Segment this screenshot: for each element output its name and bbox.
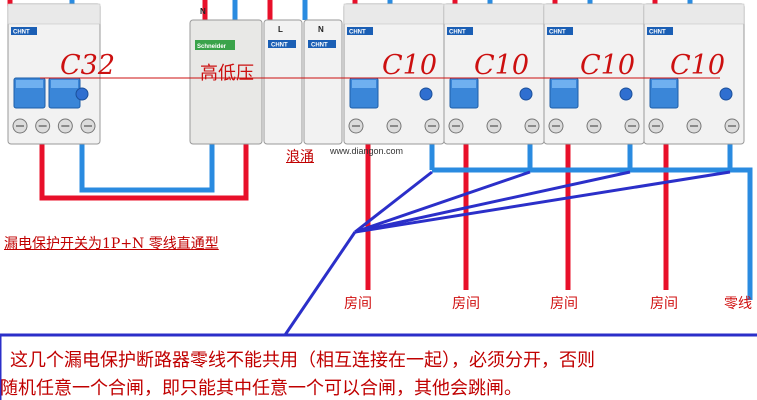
surge-brand-badge — [308, 40, 336, 48]
note-pointer-branch-4 — [354, 170, 731, 234]
note-pointer-stem — [283, 231, 357, 336]
room-label-2: 房间 — [452, 296, 480, 312]
main-breaker-top-terminals — [7, 3, 101, 25]
main-breaker-rating: C32 — [60, 50, 116, 81]
branch-breaker-4: CHNT — [643, 3, 745, 145]
note-pointer-branch-2 — [354, 170, 531, 234]
branch-breaker-4-brand-badge — [647, 27, 673, 35]
schneider-text: Schneider — [197, 44, 227, 50]
branch-breaker-3: CHNT — [543, 3, 645, 145]
note-pointer-branch-3 — [354, 170, 631, 234]
branch-breaker-1-test-button — [419, 87, 433, 101]
surge-terminal-letter: L — [278, 25, 283, 34]
branch-breaker-1-toggle-highlight — [352, 80, 376, 88]
side-note: 漏电保护开关为1P+N 零线直通型 — [4, 236, 219, 252]
branch-breaker-2-toggle-highlight — [452, 80, 476, 88]
branch-breaker-rating-4: C10 — [670, 50, 726, 81]
branch-breaker-2-brand-text: CHNT — [449, 30, 466, 36]
branch-breaker-3-top-terminals — [543, 3, 645, 25]
branch-breaker-2: CHNT — [443, 3, 545, 145]
device-layer: CHNT Schneider CHNT L CHNT N N CHNT CHNT CHNT CHNT — [7, 3, 745, 145]
surge-brand-badge — [268, 40, 296, 48]
main-breaker-test-button — [75, 87, 89, 101]
surge-module-n — [303, 19, 343, 145]
surge-protector-group: Schneider CHNT L CHNT N N — [189, 7, 343, 145]
branch-breaker-3-brand-text: CHNT — [549, 30, 566, 36]
neutral-label: 零线 — [724, 296, 752, 312]
branch-breaker-4-toggle-highlight — [652, 80, 676, 88]
main-breaker: CHNT — [7, 3, 101, 145]
note-frame — [0, 333, 757, 400]
voltage-protector-body — [189, 19, 263, 145]
branch-breaker-1-top-terminals — [343, 3, 445, 25]
surge-label: 浪涌 — [286, 149, 314, 165]
main-live-loop-wire — [39, 140, 249, 201]
branch-breaker-1-brand-text: CHNT — [349, 30, 366, 36]
schneider-badge — [195, 40, 235, 50]
common-neutral-bus-wire — [432, 167, 753, 300]
bottom-note-line-2: 随机任意一个合闸，即只能其中任意一个可以合闸，其他会跳闸。 — [0, 378, 522, 399]
branch-breaker-rating-2: C10 — [474, 50, 530, 81]
branch-breaker-rating-1: C10 — [382, 50, 438, 81]
branch-breaker-2-brand-badge — [447, 27, 473, 35]
bottom-note-line-1: 这几个漏电保护断路器零线不能共用（相互连接在一起），必须分开，否则 — [10, 350, 595, 371]
branch-breaker-4-brand-text: CHNT — [649, 30, 666, 36]
surge-group-label: 高低压 — [200, 63, 254, 84]
room-label-1: 房间 — [344, 296, 372, 312]
branch-breaker-rating-3: C10 — [580, 50, 636, 81]
watermark: www.diangon.com — [330, 146, 404, 156]
branch-breaker-3-test-button — [619, 87, 633, 101]
voltage-protector-letter: N — [200, 7, 206, 16]
main-breaker-brand-badge — [11, 27, 37, 35]
room-label-3: 房间 — [550, 296, 578, 312]
room-label-4: 房间 — [650, 296, 678, 312]
surge-brand-text: CHNT — [311, 43, 328, 49]
surge-module-l — [263, 19, 303, 145]
surge-brand-text: CHNT — [271, 43, 288, 49]
branch-breaker-4-top-terminals — [643, 3, 745, 25]
note-pointer-branch-1 — [354, 170, 433, 234]
main-breaker-toggle-highlight — [16, 80, 43, 88]
branch-breaker-3-toggle-highlight — [552, 80, 576, 88]
branch-breaker-2-top-terminals — [443, 3, 545, 25]
branch-breaker-2-test-button — [519, 87, 533, 101]
surge-terminal-letter: N — [318, 25, 324, 34]
branch-breaker-1-brand-badge — [347, 27, 373, 35]
branch-breaker-4-test-button — [719, 87, 733, 101]
annotation-layer — [0, 77, 757, 400]
branch-breaker-3-brand-badge — [547, 27, 573, 35]
main-breaker-toggle-highlight — [51, 80, 78, 88]
main-breaker-brand-text: CHNT — [13, 30, 30, 36]
main-neutral-loop-wire — [79, 140, 215, 193]
